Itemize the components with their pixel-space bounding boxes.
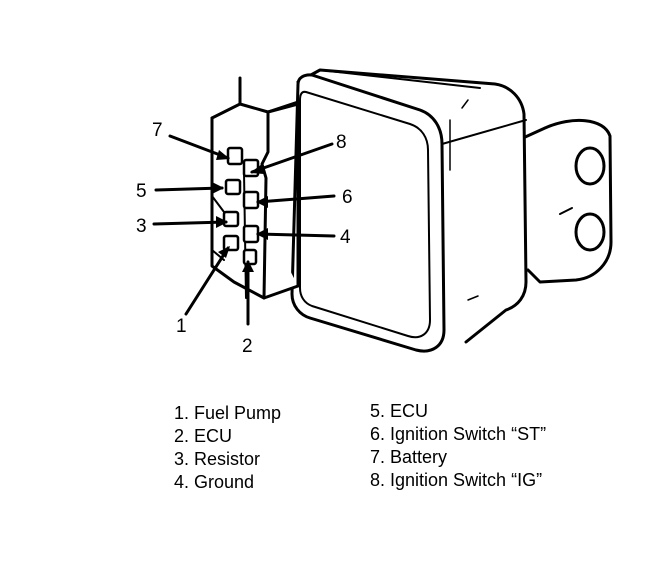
callout-6: 6 [342,187,353,208]
mounting-bracket [510,118,613,284]
legend-item-8: 8. Ignition Switch “IG” [370,470,542,490]
terminal-2 [242,248,258,266]
legend-item-1: 1. Fuel Pump [174,403,281,423]
terminal-pins [222,146,260,266]
leader-5 [154,186,224,192]
legend-item-3: 3. Resistor [174,449,260,469]
arrowheads [212,150,268,272]
leader-6 [256,194,336,204]
leader-4 [256,232,336,238]
callout-8: 8 [336,132,347,153]
legend-item-7: 7. Battery [370,447,447,467]
legend-item-6: 6. Ignition Switch “ST” [370,424,546,444]
terminal-8 [242,158,260,178]
terminal-3 [222,210,240,228]
leader-lines [152,134,336,326]
mounting-hole-upper [574,146,606,186]
leader-1 [184,246,230,316]
legend: 1. Fuel Pump 2. ECU 3. Resistor 4. Groun… [174,401,546,492]
callout-1: 1 [176,316,187,337]
callout-5: 5 [136,181,147,202]
callout-2: 2 [242,336,253,357]
terminal-6 [242,190,260,210]
relay-housing [290,68,528,353]
callout-7: 7 [152,120,163,141]
terminal-1 [222,234,240,252]
legend-item-4: 4. Ground [174,472,254,492]
legend-item-5: 5. ECU [370,401,428,421]
terminal-5 [224,178,242,196]
mounting-hole-lower [574,212,606,252]
leader-3 [152,220,228,226]
callout-4: 4 [340,227,351,248]
leader-8 [250,142,334,174]
legend-item-2: 2. ECU [174,426,232,446]
callout-3: 3 [136,216,147,237]
terminal-4 [242,224,260,244]
callout-labels: 7 8 5 6 3 4 1 2 [136,120,353,357]
terminal-7 [226,146,244,166]
